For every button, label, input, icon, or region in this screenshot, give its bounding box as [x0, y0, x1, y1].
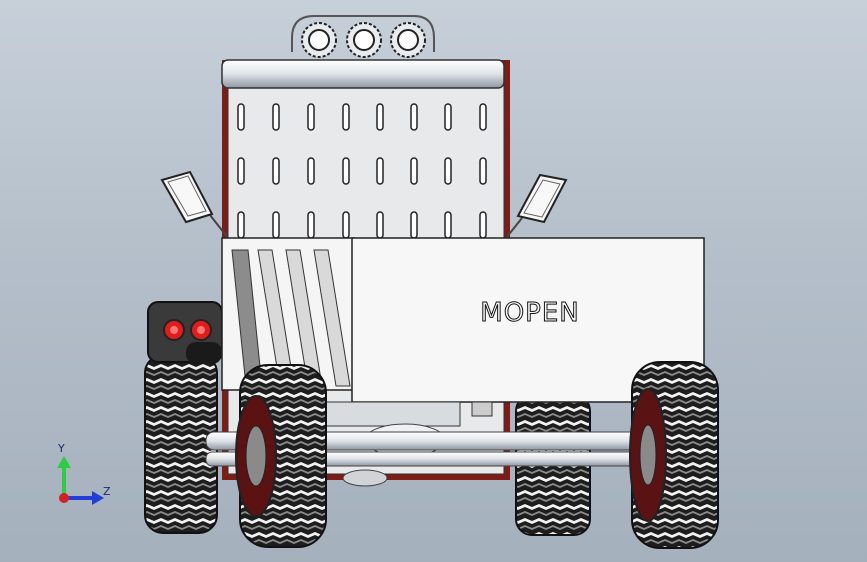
vent-slot [342, 211, 350, 239]
vent-slot [444, 103, 452, 131]
vent-slot [342, 157, 350, 185]
brand-label: MOPEN [480, 298, 580, 329]
vent-slot [272, 157, 280, 185]
vent-slot [237, 157, 245, 185]
headlight-center [346, 22, 382, 58]
vent-slot [479, 157, 487, 185]
vent-slot [479, 103, 487, 131]
vent-slot [307, 211, 315, 239]
vent-slot [444, 157, 452, 185]
vent-slot [272, 103, 280, 131]
axis-triad[interactable] [48, 440, 118, 510]
vent-slot [376, 103, 384, 131]
hood-stripes-panel [221, 237, 355, 391]
vent-slot [272, 211, 280, 239]
vent-slot [237, 103, 245, 131]
vent-slot [307, 157, 315, 185]
vent-slot [410, 211, 418, 239]
front-tire-left [235, 364, 327, 548]
vent-slot [376, 211, 384, 239]
front-tire-right [629, 361, 719, 549]
mirror-left [160, 170, 229, 239]
vent-slot [307, 103, 315, 131]
headlight-left [301, 22, 337, 58]
grille [237, 103, 487, 239]
vent-slot [444, 211, 452, 239]
tail-lamp-housing [147, 301, 223, 364]
vent-slot [410, 103, 418, 131]
origin-marker [59, 493, 69, 503]
headlight-right [390, 22, 426, 58]
vent-slot [376, 157, 384, 185]
vent-slot [342, 103, 350, 131]
mirror-right [505, 173, 568, 239]
vent-slot [410, 157, 418, 185]
light-bar [291, 15, 435, 58]
vent-slot [237, 211, 245, 239]
z-axis-label: Z [103, 485, 111, 498]
y-axis-label: Y [58, 442, 65, 455]
vent-slot [479, 211, 487, 239]
